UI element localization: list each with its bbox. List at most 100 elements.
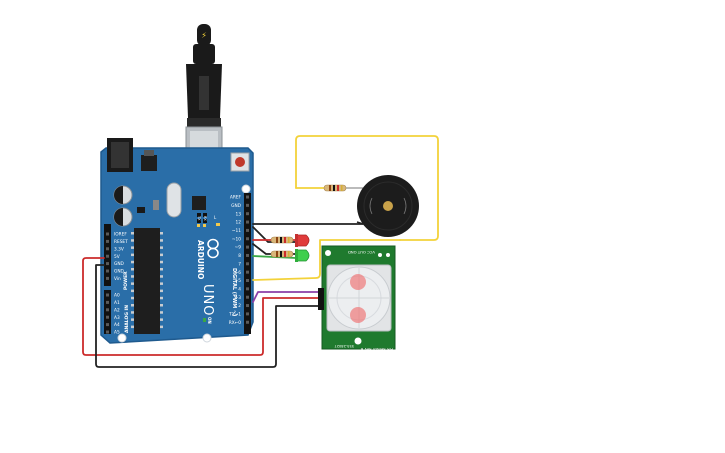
chip-leg <box>131 304 134 307</box>
chip-leg <box>131 318 134 321</box>
header-pin-hole[interactable] <box>246 295 249 299</box>
piezo-buzzer[interactable] <box>356 175 419 237</box>
chip-leg <box>131 232 134 235</box>
header-pin-hole[interactable] <box>106 293 109 297</box>
pir-motion-sensor[interactable]: VCC OUT GND PIR Sensor Rev B 555-28027 <box>318 245 396 352</box>
pir-top-label: VCC OUT GND <box>348 250 375 255</box>
header-pin-hole[interactable] <box>246 203 249 207</box>
chip-leg <box>131 275 134 278</box>
power-pin-holes <box>106 232 109 280</box>
crystal-oscillator <box>166 182 182 218</box>
pin-label: A2 <box>114 307 120 313</box>
header-pin-hole[interactable] <box>246 270 249 274</box>
header-pin-hole[interactable] <box>106 315 109 319</box>
pin-label: AREF <box>230 195 242 201</box>
led-rx-label: RX <box>203 216 207 221</box>
resistor-green-led[interactable] <box>270 250 294 258</box>
header-pin-hole[interactable] <box>246 253 249 257</box>
pin-label: A0 <box>114 293 120 299</box>
chip-leg <box>160 296 163 300</box>
pir-bottom-label: PIR Sensor Rev B <box>360 347 393 352</box>
header-pin-hole[interactable] <box>106 254 109 258</box>
led-tx <box>197 224 200 227</box>
board-model: UNO <box>200 284 215 316</box>
led-green[interactable] <box>295 249 310 262</box>
pin-label: A1 <box>114 300 120 306</box>
digital-pin-holes <box>246 195 249 324</box>
header-pin-hole[interactable] <box>106 300 109 304</box>
header-pin-hole[interactable] <box>246 287 249 291</box>
chip-leg <box>131 239 134 242</box>
pin-label: 4 <box>238 286 241 292</box>
header-pin-hole[interactable] <box>106 239 109 243</box>
pin-label: ~11 <box>232 228 241 234</box>
chip-leg <box>131 311 134 314</box>
chip-leg <box>160 268 163 271</box>
chip-leg <box>131 325 134 329</box>
wire-yellow-buzzer-loop[interactable] <box>295 135 439 241</box>
header-pin-hole[interactable] <box>106 308 109 312</box>
pin-label: TX→1 <box>228 312 241 318</box>
header-pin-hole[interactable] <box>246 304 249 308</box>
resistor-buzzer[interactable] <box>323 184 372 192</box>
led-rx <box>203 224 206 227</box>
chip-leg <box>160 282 163 285</box>
led-tx-label: TX <box>197 215 201 221</box>
header-pin-hole[interactable] <box>106 269 109 273</box>
power-section-label: POWER <box>123 271 129 290</box>
header-pin-hole[interactable] <box>246 312 249 316</box>
header-pin-hole[interactable] <box>246 195 249 199</box>
header-pin-hole[interactable] <box>106 232 109 236</box>
header-pin-hole[interactable] <box>246 245 249 249</box>
header-pin-hole[interactable] <box>106 323 109 327</box>
chip-leg <box>160 275 163 278</box>
header-pin-hole[interactable] <box>106 262 109 266</box>
header-pin-hole[interactable] <box>106 247 109 251</box>
analog-header <box>104 290 111 334</box>
resistor-red-led[interactable] <box>270 236 294 244</box>
usb-power-symbol: ⚡ <box>201 31 207 40</box>
header-pin-hole[interactable] <box>246 212 249 216</box>
atmega-microcontroller <box>134 228 160 334</box>
chip-pins <box>131 232 163 329</box>
voltage-regulator <box>141 155 157 171</box>
pin-label: ~3 <box>235 295 242 301</box>
wire-purple-pir-out[interactable] <box>252 291 323 303</box>
chip-leg <box>160 304 163 307</box>
mounting-hole <box>117 333 127 343</box>
wire-black-pir-gnd[interactable] <box>95 264 323 368</box>
pin-label: 8 <box>238 253 241 259</box>
pin-label: RESET <box>114 239 128 245</box>
pin-label: A4 <box>114 322 120 328</box>
wire-yellow-pir-signal[interactable] <box>252 239 401 281</box>
arduino-logo <box>207 238 219 259</box>
usb-cable[interactable]: ⚡ <box>185 24 223 166</box>
chip-leg <box>160 318 163 321</box>
pir-side-label: 555-28027 <box>334 344 354 348</box>
pir-detect-glow <box>350 307 366 323</box>
header-pin-hole[interactable] <box>246 237 249 241</box>
pin-label: 12 <box>236 220 242 226</box>
icsp-header <box>197 213 207 223</box>
header-pin-hole[interactable] <box>106 330 109 334</box>
chip-leg <box>131 260 134 264</box>
header-pin-hole[interactable] <box>246 320 249 324</box>
pin-label: A3 <box>114 315 120 321</box>
chip-leg <box>160 239 163 242</box>
header-pin-hole[interactable] <box>246 262 249 266</box>
pin-label: RX←0 <box>229 320 242 326</box>
pin-label: GND <box>114 261 125 267</box>
header-pin-hole[interactable] <box>106 276 109 280</box>
chip-leg <box>160 253 163 257</box>
led-red[interactable] <box>295 234 310 247</box>
digital-section-label: DIGITAL (PWM ~) <box>231 268 237 316</box>
header-pin-hole[interactable] <box>246 220 249 224</box>
wire-red-pir-vcc[interactable] <box>82 257 323 356</box>
header-pin-hole[interactable] <box>246 279 249 282</box>
pin-label: ~6 <box>235 270 242 276</box>
usb-interface-chip <box>192 196 206 210</box>
header-pin-hole[interactable] <box>246 228 249 232</box>
arduino-brand: ARDUINO <box>196 240 205 279</box>
